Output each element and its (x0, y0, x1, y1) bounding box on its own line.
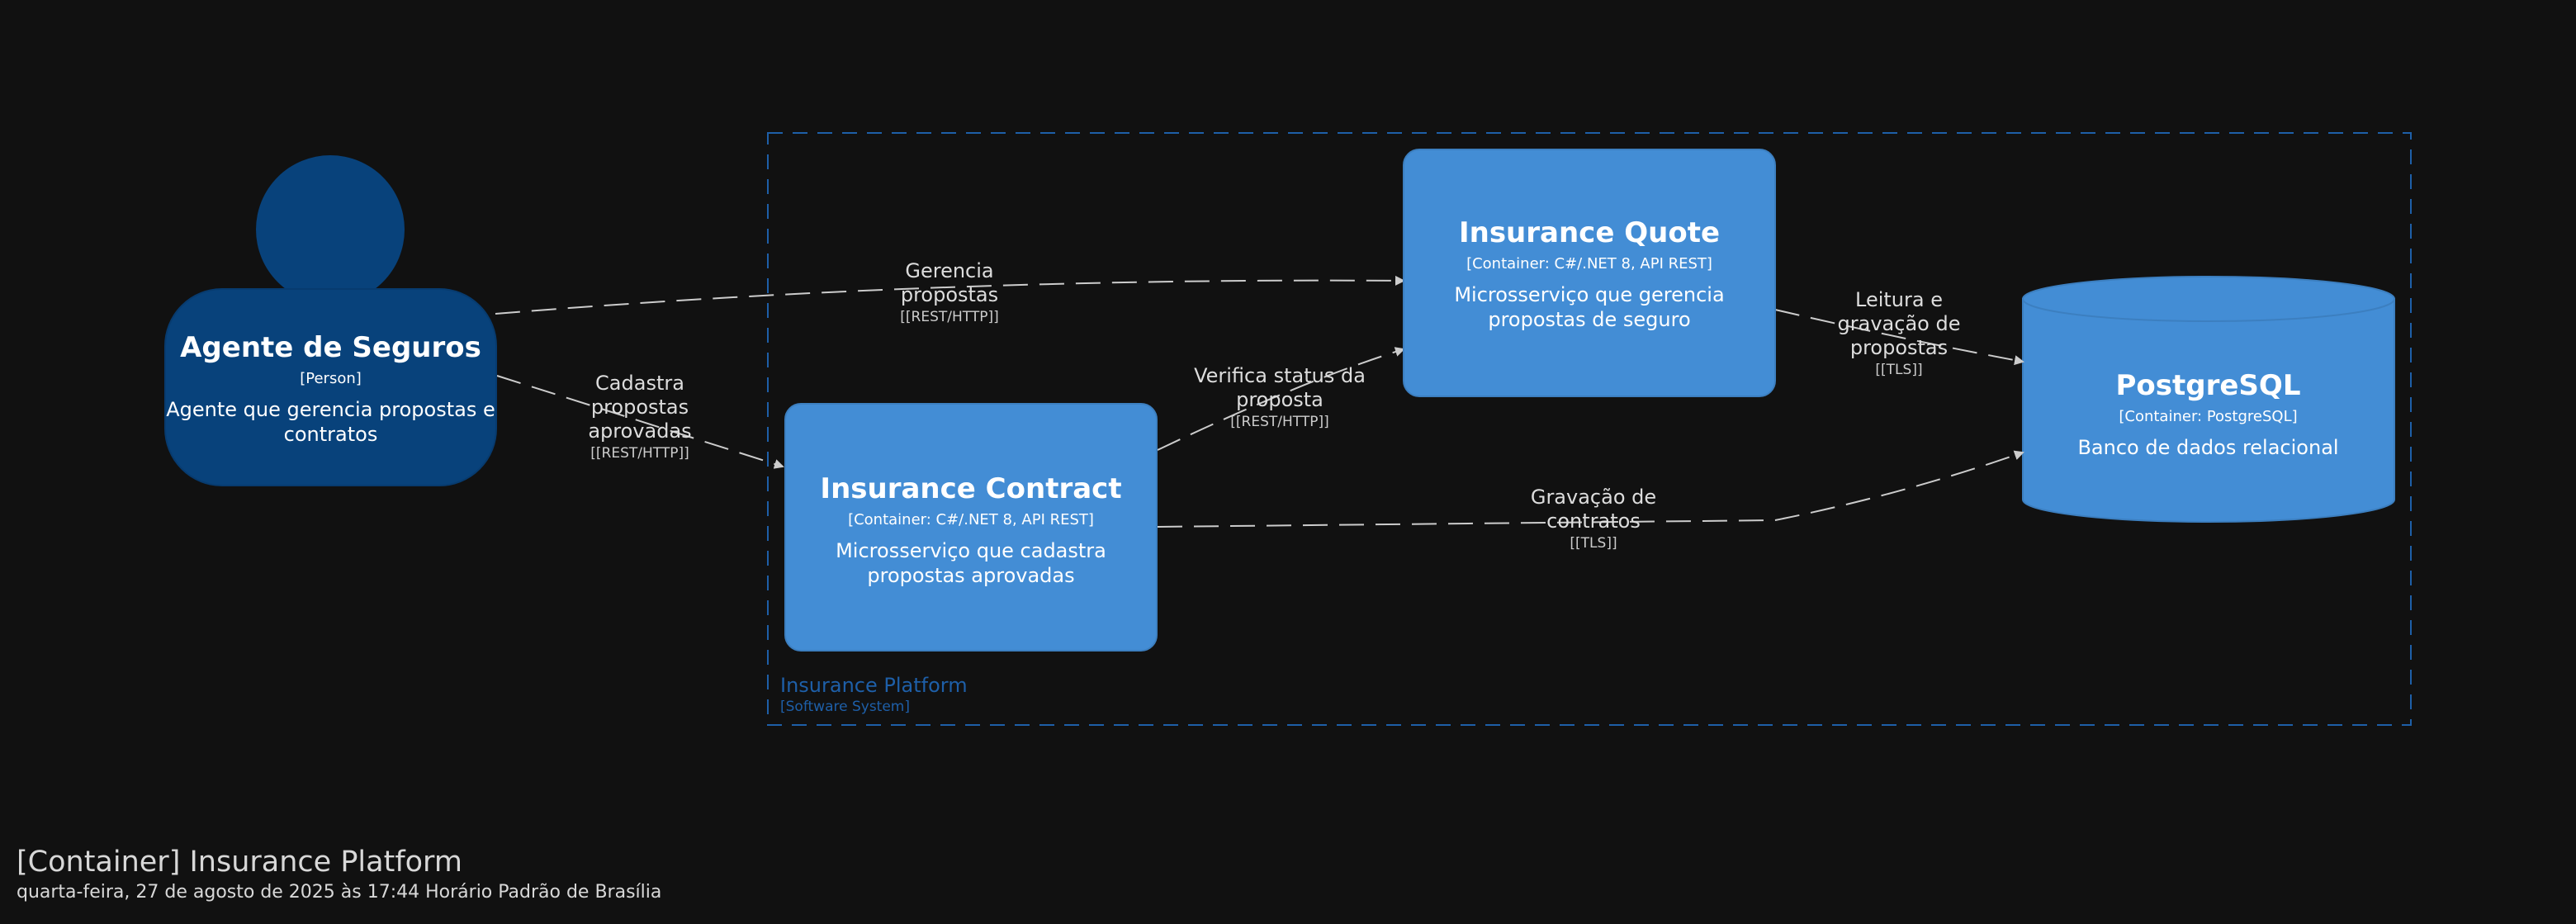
system-boundary (767, 132, 2412, 726)
node-description: Microsserviço que gerencia propostas de … (1454, 283, 1725, 331)
edge-label-contract-db: Gravação de contratos [[TLS]] (1519, 486, 1668, 553)
edge-label-technology: [[TLS]] (1875, 362, 1923, 378)
edge-label-agent-contract: Cadastra propostas aprovadas [[REST/HTTP… (574, 372, 706, 463)
diagram-title: [Container] Insurance Platform (17, 846, 462, 879)
edge-label-text: Gerencia propostas (900, 259, 999, 306)
container-postgresql[interactable]: PostgreSQL [Container: PostgreSQL] Banco… (2020, 277, 2396, 524)
node-title: Insurance Contract (820, 472, 1122, 505)
boundary-type: [Software System] (780, 699, 911, 715)
database-cylinder (2022, 276, 2395, 523)
node-title: Agente de Seguros (180, 331, 481, 364)
node-description: Agente que gerencia propostas e contrato… (166, 398, 495, 446)
edge-quote-to-db[interactable] (1774, 309, 2024, 366)
edge-agent-to-quote[interactable] (495, 275, 1405, 315)
node-title: PostgreSQL (2115, 369, 2301, 402)
edge-label-text: Cadastra propostas aprovadas (588, 372, 692, 443)
edge-label-agent-quote: Gerencia propostas [[REST/HTTP]] (883, 259, 1016, 327)
edge-agent-to-contract[interactable] (496, 375, 784, 469)
diagram-footer: [Container] Insurance Platform quarta-fe… (17, 844, 661, 905)
node-description: Banco de dados relacional (2077, 436, 2339, 459)
edge-label-quote-db: Leitura e gravação de propostas [[TLS]] (1829, 288, 1969, 380)
container-insurance-quote[interactable]: Insurance Quote [Container: C#/.NET 8, A… (1403, 149, 1776, 397)
node-technology: [Container: C#/.NET 8, API REST] (848, 511, 1094, 528)
boundary-label: Insurance Platform [Software System] (780, 673, 968, 716)
container-insurance-contract[interactable]: Insurance Contract [Container: C#/.NET 8… (784, 403, 1158, 652)
person-agente-de-seguros[interactable]: Agente de Seguros [Person] Agente que ge… (164, 288, 497, 486)
node-description: Microsserviço que cadastra propostas apr… (836, 539, 1106, 587)
node-type: [Person] (300, 370, 362, 387)
edge-contract-to-quote[interactable] (1157, 347, 1405, 451)
node-technology: [Container: C#/.NET 8, API REST] (1466, 255, 1712, 272)
person-head-icon (256, 155, 405, 304)
edge-label-text: Verifica status da proposta (1194, 364, 1366, 411)
edge-label-technology: [[REST/HTTP]] (1230, 414, 1329, 430)
boundary-name: Insurance Platform (780, 674, 968, 697)
node-title: Insurance Quote (1458, 216, 1721, 249)
diagram-date: quarta-feira, 27 de agosto de 2025 às 17… (17, 882, 662, 903)
edge-label-text: Gravação de contratos (1530, 486, 1657, 533)
node-technology: [Container: PostgreSQL] (2119, 408, 2298, 425)
edge-contract-to-db[interactable] (1157, 450, 2024, 528)
edge-label-text: Leitura e gravação de propostas (1837, 288, 1961, 359)
edge-label-contract-quote: Verifica status da proposta [[REST/HTTP]… (1181, 364, 1379, 432)
edge-label-technology: [[REST/HTTP]] (900, 309, 999, 325)
edge-label-technology: [[TLS]] (1570, 535, 1617, 552)
edge-label-technology: [[REST/HTTP]] (590, 445, 689, 462)
